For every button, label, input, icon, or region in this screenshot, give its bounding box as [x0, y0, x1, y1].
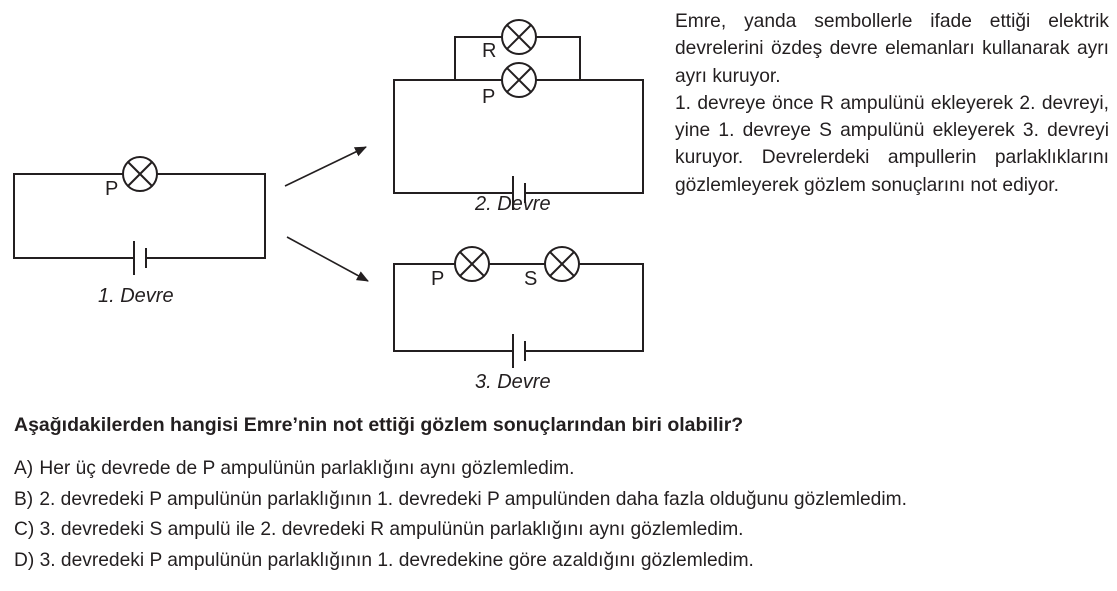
option-c[interactable]: C) 3. devredeki S ampulü ile 2. devredek…	[14, 515, 1114, 546]
circuit-2-label-r: R	[482, 40, 496, 62]
circuit-3-label-s: S	[524, 268, 537, 290]
option-b[interactable]: B) 2. devredeki P ampulünün parlaklığını…	[14, 485, 1114, 516]
circuit-2	[393, 36, 644, 194]
answer-options: A) Her üç devrede de P ampulünün parlakl…	[14, 454, 1114, 576]
circuit-2-label-p: P	[482, 86, 495, 108]
circuit-2-caption: 2. Devre	[474, 193, 551, 215]
circuit-1-battery-icon	[133, 241, 147, 275]
option-d-letter: D)	[14, 549, 35, 571]
arrow-to-circuit-3-icon	[286, 236, 369, 282]
intro-paragraph-1: Emre, yanda sembollerle ifade ettiği ele…	[675, 11, 1109, 87]
circuit-1-caption: 1. Devre	[98, 285, 174, 307]
circuit-2-parallel-wire-left	[454, 36, 502, 80]
circuit-3-label-p: P	[431, 268, 444, 290]
circuit-1	[13, 173, 266, 259]
circuit-3-battery-icon	[512, 334, 526, 368]
circuit-3-caption: 3. Devre	[475, 371, 551, 393]
circuit-1-label-p: P	[105, 178, 118, 200]
option-b-text: 2. devredeki P ampulünün parlaklığının 1…	[39, 488, 907, 510]
option-d-text: 3. devredeki P ampulünün parlaklığının 1…	[39, 549, 754, 571]
circuit-2-parallel-wire-right	[536, 36, 581, 81]
circuit-2-bulb-r-icon	[501, 19, 537, 55]
circuit-2-wire-right	[525, 79, 644, 194]
option-b-letter: B)	[14, 488, 34, 510]
circuit-2-battery-icon	[512, 176, 526, 210]
circuit-diagrams: P 1. Devre R P 2. Devre P S 3. Devre	[13, 19, 644, 393]
question-text: Aşağıdakilerden hangisi Emre’nin not ett…	[14, 414, 744, 436]
option-a-letter: A)	[14, 458, 34, 479]
circuit-3-wire-right	[525, 263, 644, 352]
circuit-1-bulb-p-icon	[122, 156, 158, 192]
circuit-3-wire-left	[393, 263, 513, 352]
circuit-2-wire-left	[393, 79, 513, 194]
circuit-2-bulb-p-icon	[501, 62, 537, 98]
option-d[interactable]: D) 3. devredeki P ampulünün parlaklığını…	[14, 546, 1114, 577]
option-c-text: 3. devredeki S ampulü ile 2. devredeki R…	[39, 519, 744, 540]
circuit-3	[393, 263, 644, 352]
intro-text: Emre, yanda sembollerle ifade ettiği ele…	[675, 8, 1109, 199]
circuit-3-bulb-p-icon	[454, 246, 490, 282]
option-a[interactable]: A) Her üç devrede de P ampulünün parlakl…	[14, 454, 1114, 485]
circuit-1-wire-right	[146, 173, 266, 259]
option-a-text: Her üç devrede de P ampulünün parlaklığı…	[39, 458, 575, 479]
intro-paragraph-2: 1. devreye önce R ampulünü ekleyerek 2. …	[675, 92, 1109, 196]
arrow-to-circuit-2-icon	[284, 146, 367, 187]
option-c-letter: C)	[14, 519, 35, 540]
circuit-3-bulb-s-icon	[544, 246, 580, 282]
circuit-1-wire-left	[13, 173, 134, 259]
